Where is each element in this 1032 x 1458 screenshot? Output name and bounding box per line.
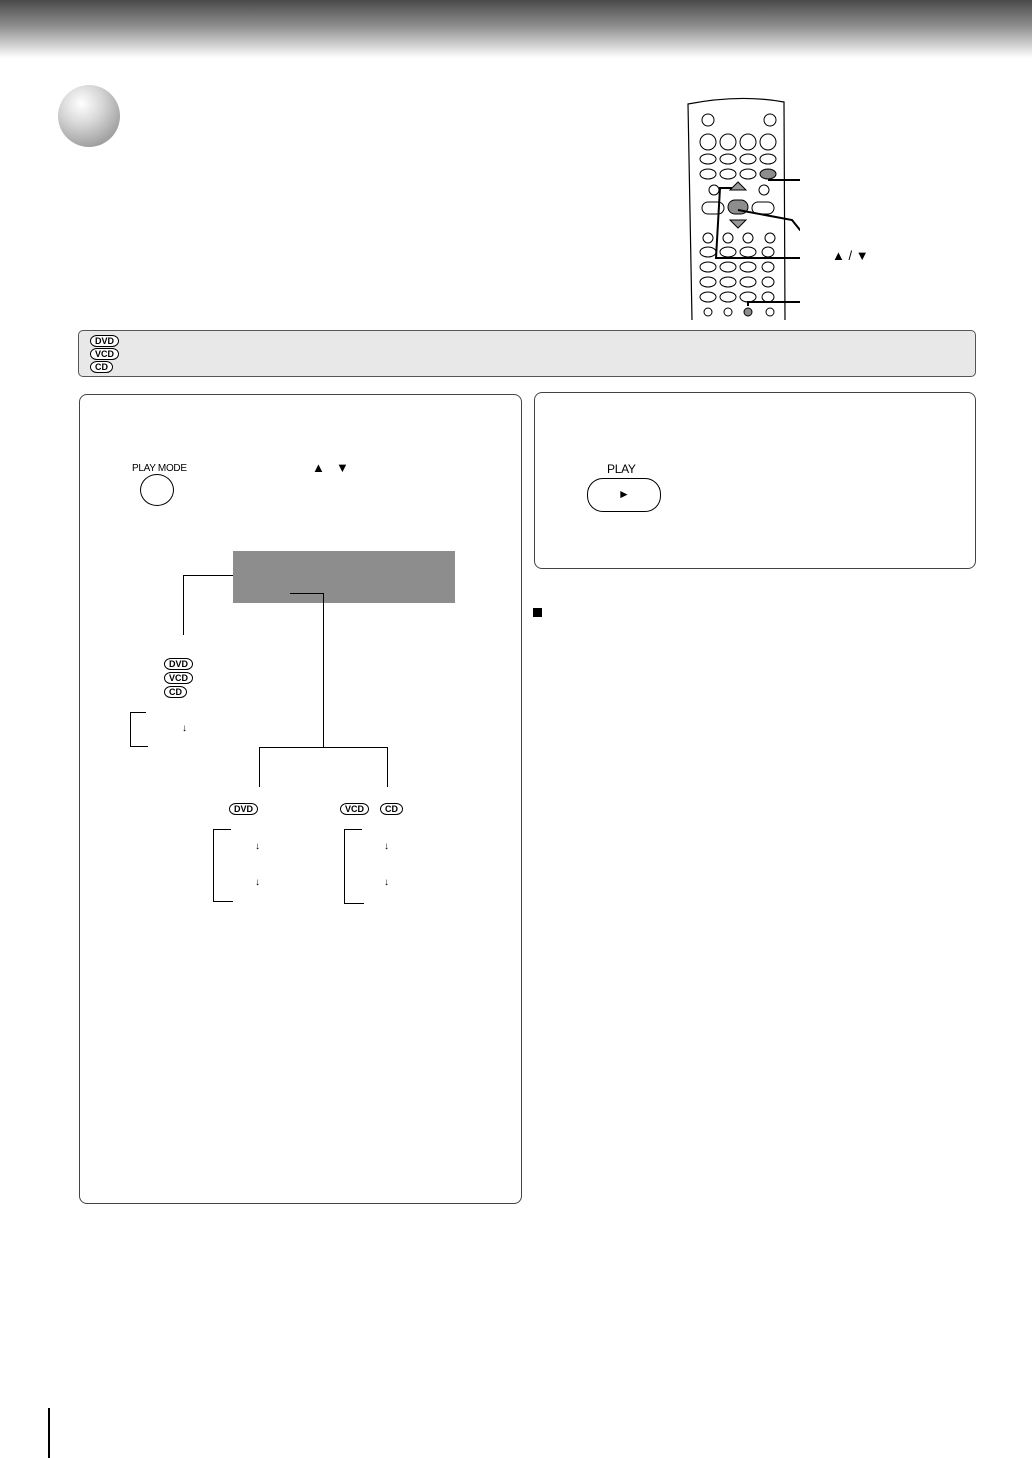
play-panel	[534, 392, 976, 569]
header-band	[0, 0, 1032, 58]
disc-type-bar	[78, 330, 976, 377]
connector-line	[290, 593, 324, 594]
cd-badge: CD	[380, 803, 403, 815]
connector-line	[323, 593, 324, 748]
cycle-bracket	[130, 746, 148, 747]
down-arrow-icon: ↓	[182, 723, 187, 734]
connector-line	[387, 747, 388, 787]
remote-control-illustration	[687, 97, 800, 320]
play-mode-button[interactable]	[140, 474, 174, 506]
connector-line	[259, 747, 387, 748]
down-arrow-icon: ▼	[336, 460, 349, 475]
down-arrow-icon: ↓	[255, 841, 260, 852]
cycle-bracket	[213, 829, 214, 901]
connector-line	[183, 575, 233, 576]
square-bullet-icon	[533, 608, 542, 617]
play-button[interactable]: ►	[587, 478, 661, 512]
down-arrow-icon: ↓	[384, 877, 389, 888]
cycle-bracket	[344, 829, 345, 903]
page-marker	[48, 1408, 50, 1458]
connector-line	[259, 747, 260, 787]
cycle-bracket	[344, 829, 362, 830]
cycle-bracket	[344, 903, 364, 904]
play-caption: PLAY	[607, 462, 636, 476]
dvd-badge: DVD	[229, 803, 259, 815]
connector-line	[183, 575, 184, 635]
dvd-badge: DVD	[164, 658, 194, 670]
cd-badge: CD	[90, 361, 113, 373]
up-down-label: ▲ / ▼	[832, 248, 869, 263]
cycle-bracket	[213, 901, 233, 902]
vcd-badge: VCD	[164, 672, 194, 684]
down-arrow-icon: ↓	[384, 841, 389, 852]
cycle-bracket	[130, 712, 146, 713]
on-screen-display-box	[233, 551, 455, 603]
vcd-badge: VCD	[90, 348, 120, 360]
cycle-bracket	[130, 712, 131, 746]
play-mode-caption: PLAY MODE	[132, 463, 187, 474]
section-bullet-icon	[58, 85, 120, 147]
cycle-bracket	[213, 829, 231, 830]
dvd-badge: DVD	[90, 335, 120, 347]
cd-badge: CD	[164, 686, 187, 698]
down-arrow-icon: ↓	[255, 877, 260, 888]
up-arrow-icon: ▲	[312, 460, 325, 475]
vcd-badge: VCD	[340, 803, 370, 815]
play-mode-panel	[79, 394, 522, 1204]
